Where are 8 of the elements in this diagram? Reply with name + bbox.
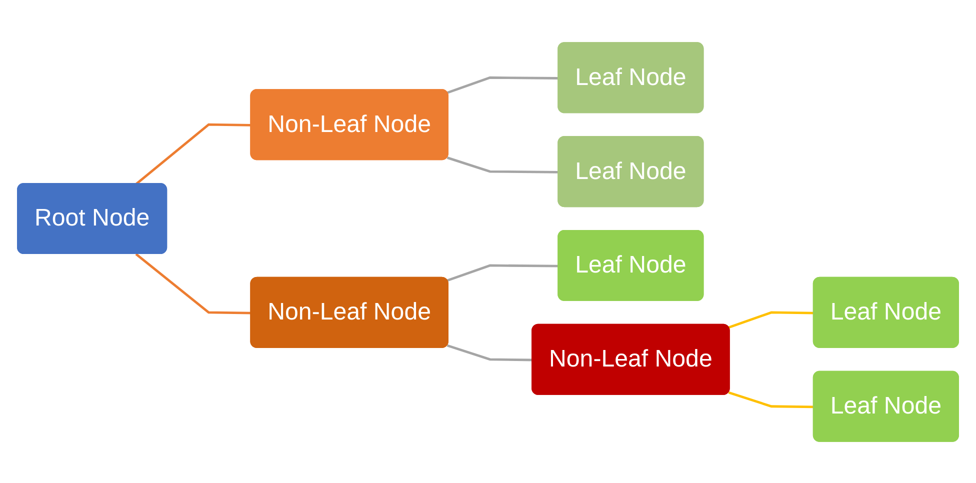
connector	[728, 310, 814, 328]
connector	[446, 156, 559, 173]
connector	[135, 252, 252, 314]
connector	[446, 344, 533, 361]
connector	[446, 76, 559, 94]
connector	[728, 390, 814, 408]
connector	[446, 264, 559, 282]
connector	[135, 122, 252, 185]
